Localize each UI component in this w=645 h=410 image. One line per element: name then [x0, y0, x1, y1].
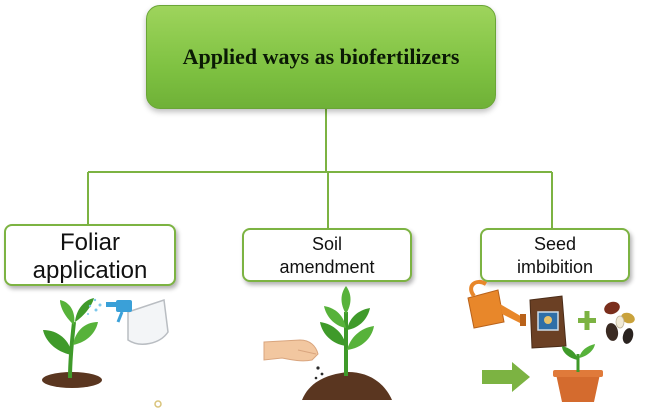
fertilizer-bag-icon	[529, 295, 567, 349]
plant-seedling-icon	[42, 298, 102, 388]
node-foliar-line-1: Foliar	[59, 229, 120, 256]
seeds-icon	[604, 301, 635, 344]
node-foliar-line-2: application	[32, 257, 148, 284]
hand-icon	[263, 339, 326, 383]
node-seed-imbibition: Seed imbibition	[480, 228, 630, 282]
spray-bottle-icon	[87, 298, 169, 345]
node-soil-line-2: amendment	[279, 257, 375, 277]
node-seed-line-1: Seed	[533, 234, 577, 254]
node-soil-line-1: Soil	[311, 234, 342, 254]
node-foliar-application: Foliar application	[4, 224, 176, 286]
root-node: Applied ways as biofertilizers	[146, 5, 496, 109]
soil-plant-icon	[302, 286, 392, 400]
arrow-right-icon	[482, 362, 530, 392]
root-title: Applied ways as biofertilizers	[182, 44, 460, 69]
watering-can-icon	[467, 279, 526, 329]
plus-icon	[578, 311, 596, 330]
potted-seedling-icon	[553, 344, 603, 402]
node-seed-line-2: imbibition	[516, 257, 594, 277]
node-soil-amendment: Soil amendment	[242, 228, 412, 282]
